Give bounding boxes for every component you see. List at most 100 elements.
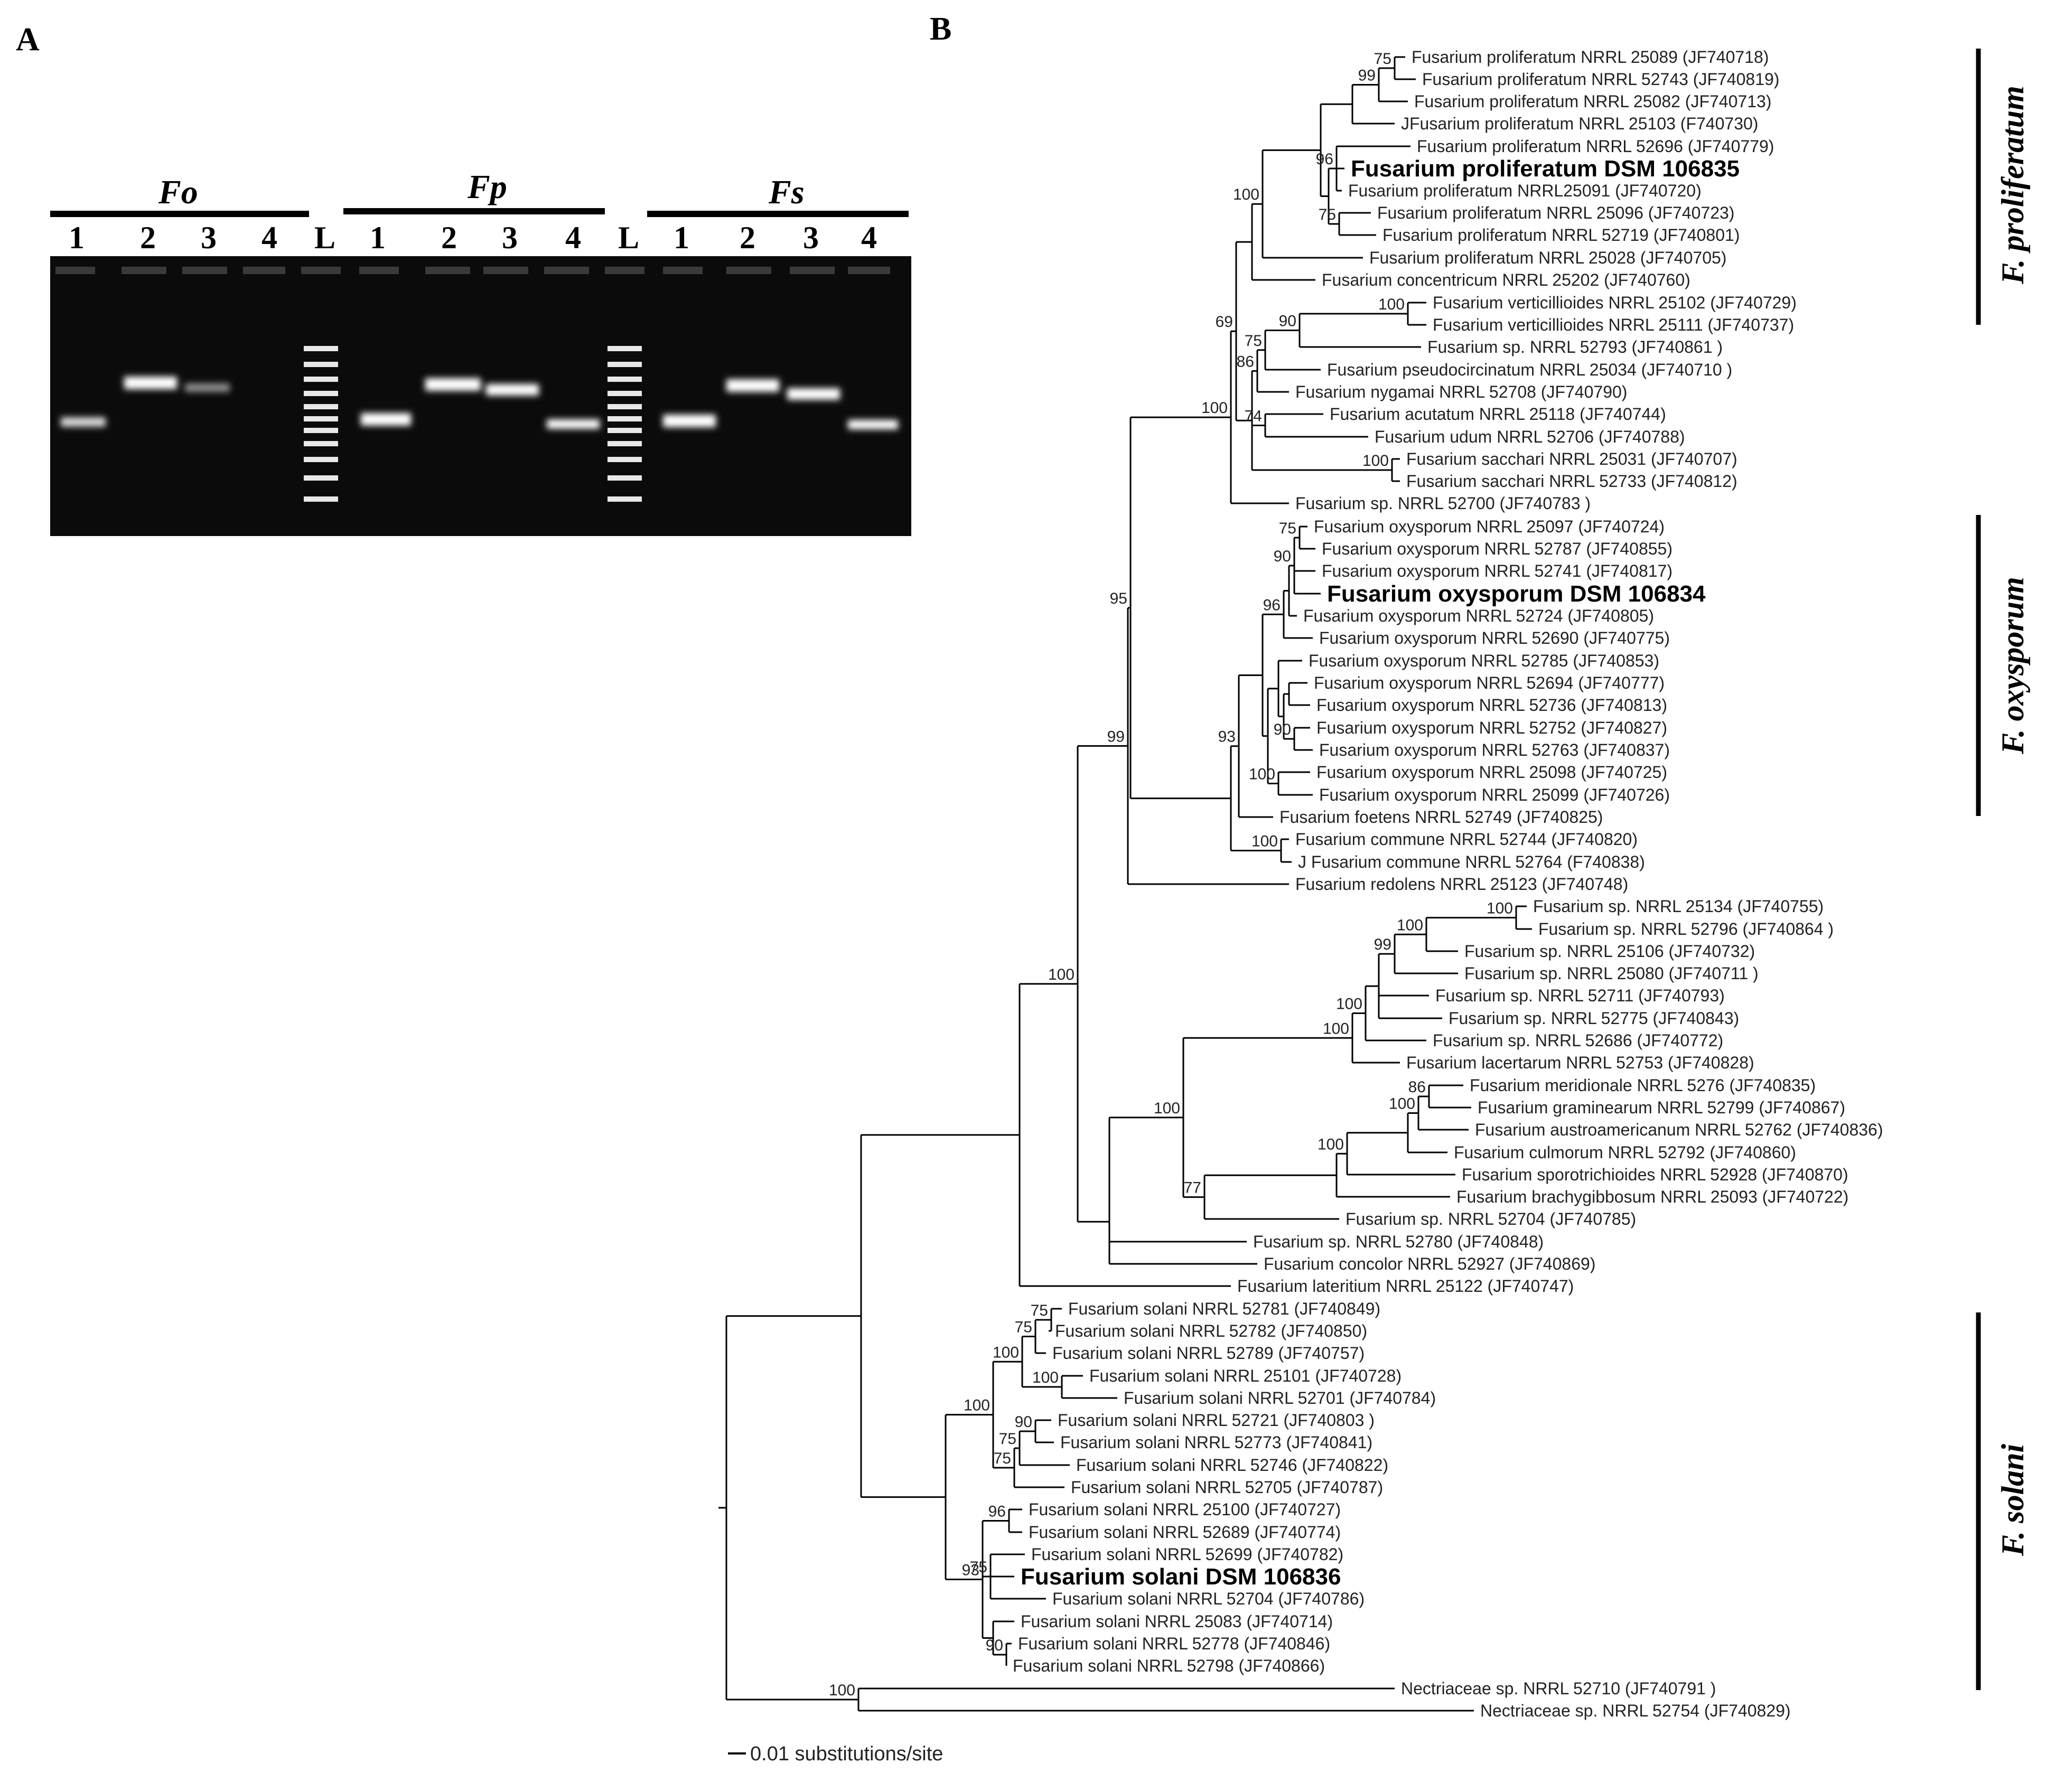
bootstrap-value: 86 bbox=[1237, 353, 1254, 370]
taxon-label: Fusarium redolens NRRL 25123 (JF740748) bbox=[1295, 875, 1628, 894]
taxon-label: Fusarium solani NRRL 52789 (JF740757) bbox=[1052, 1344, 1365, 1363]
bootstrap-value: 93 bbox=[1218, 728, 1236, 746]
taxon-label: Fusarium brachygibbosum NRRL 25093 (JF74… bbox=[1456, 1187, 1848, 1206]
bootstrap-value: 96 bbox=[1263, 596, 1281, 614]
bootstrap-value: 90 bbox=[1279, 313, 1296, 330]
taxon-label: Fusarium culmorum NRRL 52792 (JF740860) bbox=[1454, 1143, 1796, 1162]
taxon-label: Fusarium oxysporum NRRL 25098 (JF740725) bbox=[1316, 763, 1667, 782]
bootstrap-value: 100 bbox=[1154, 1100, 1180, 1117]
taxon-label: Fusarium sporotrichioides NRRL 52928 (JF… bbox=[1462, 1165, 1848, 1184]
bootstrap-value: 100 bbox=[829, 1682, 855, 1699]
taxon-label: Fusarium lateritium NRRL 25122 (JF740747… bbox=[1237, 1277, 1574, 1296]
taxon-label: Fusarium oxysporum NRRL 52752 (JF740827) bbox=[1316, 718, 1667, 737]
bootstrap-value: 100 bbox=[1323, 1020, 1349, 1037]
band-fs-3 bbox=[787, 388, 840, 400]
taxon-label: Fusarium proliferatum NRRL 25082 (JF7407… bbox=[1414, 92, 1771, 111]
taxon-label: Nectriaceae sp. NRRL 52710 (JF740791 ) bbox=[1401, 1679, 1716, 1698]
taxon-label: Fusarium oxysporum NRRL 52694 (JF740777) bbox=[1314, 673, 1665, 692]
band-fp-4 bbox=[547, 419, 600, 429]
panel-b-letter: B bbox=[930, 11, 951, 47]
bootstrap-value: 95 bbox=[1110, 590, 1127, 607]
bootstrap-value: 75 bbox=[970, 1559, 987, 1576]
gel-ladder-2 bbox=[608, 346, 642, 502]
taxon-label: Fusarium verticillioides NRRL 25111 (JF7… bbox=[1433, 315, 1794, 334]
taxon-label: Fusarium acutatum NRRL 25118 (JF740744) bbox=[1330, 405, 1666, 424]
taxon-label: Fusarium concentricum NRRL 25202 (JF7407… bbox=[1322, 270, 1690, 289]
lane-label-fs-3: 3 bbox=[803, 220, 819, 255]
taxon-label: Fusarium solani NRRL 25101 (JF740728) bbox=[1089, 1366, 1402, 1385]
lane-label-fo-3: 3 bbox=[201, 220, 217, 255]
bootstrap-value: 99 bbox=[1107, 728, 1125, 745]
lane-label-fo-4: 4 bbox=[261, 220, 277, 255]
panel-a-letter: A bbox=[16, 22, 40, 58]
taxon-label: Fusarium sp. NRRL 52780 (JF740848) bbox=[1253, 1232, 1544, 1251]
bootstrap-value: 100 bbox=[993, 1344, 1019, 1361]
taxon-label: Fusarium lacertarum NRRL 52753 (JF740828… bbox=[1406, 1053, 1754, 1072]
lane-label-fo-2: 2 bbox=[140, 220, 156, 255]
bootstrap-value: 74 bbox=[1245, 408, 1262, 425]
taxon-label: JFusarium proliferatum NRRL 25103 (F7407… bbox=[1401, 114, 1758, 133]
lane-label-fp-2: 2 bbox=[441, 220, 457, 255]
bootstrap-value: 100 bbox=[964, 1397, 990, 1414]
taxon-label: Fusarium meridionale NRRL 5276 (JF740835… bbox=[1470, 1076, 1816, 1095]
bootstrap-value: 99 bbox=[1374, 936, 1391, 953]
gel-group-label-fp: Fp bbox=[467, 168, 507, 205]
gel-ladder-1 bbox=[304, 346, 338, 502]
taxon-labels: Fusarium proliferatum NRRL 25089 (JF7407… bbox=[1013, 48, 1883, 1720]
taxon-label: Fusarium proliferatum NRRL 52696 (JF7407… bbox=[1417, 137, 1774, 156]
taxon-label: J Fusarium commune NRRL 52764 (F740838) bbox=[1298, 852, 1645, 871]
clade-label-oxysporum: F. oxysporum bbox=[1995, 577, 2030, 755]
taxon-label: Fusarium sp. NRRL 25080 (JF740711 ) bbox=[1464, 964, 1759, 983]
taxon-label: Fusarium solani NRRL 52721 (JF740803 ) bbox=[1058, 1411, 1375, 1430]
bootstrap-value: 100 bbox=[1048, 966, 1075, 983]
band-fp-2 bbox=[425, 378, 481, 391]
taxon-label: Fusarium graminearum NRRL 52799 (JF74086… bbox=[1478, 1098, 1845, 1117]
bootstrap-value: 100 bbox=[1251, 833, 1278, 850]
bootstrap-value: 75 bbox=[999, 1430, 1016, 1448]
taxon-label: Fusarium solani NRRL 52701 (JF740784) bbox=[1124, 1388, 1436, 1408]
bootstrap-value: 86 bbox=[1408, 1078, 1426, 1096]
bootstrap-value: 90 bbox=[1015, 1413, 1032, 1431]
band-fp-1 bbox=[361, 413, 411, 426]
taxon-label: Fusarium solani NRRL 52782 (JF740850) bbox=[1055, 1321, 1367, 1340]
taxon-label: Fusarium austroamericanum NRRL 52762 (JF… bbox=[1475, 1120, 1883, 1139]
taxon-label: Fusarium verticillioides NRRL 25102 (JF7… bbox=[1433, 293, 1797, 312]
bootstrap-value: 75 bbox=[1245, 332, 1262, 350]
bootstrap-value: 100 bbox=[1233, 186, 1259, 203]
bootstrap-value: 100 bbox=[1336, 996, 1362, 1013]
taxon-label: Fusarium sp. NRRL 52711 (JF740793) bbox=[1435, 986, 1725, 1005]
bootstrap-value: 100 bbox=[1318, 1136, 1344, 1153]
taxon-label: Fusarium proliferatum NRRL25091 (JF74072… bbox=[1348, 181, 1702, 200]
taxon-label: Fusarium sp. NRRL 52704 (JF740785) bbox=[1346, 1209, 1636, 1228]
taxon-label: Fusarium solani NRRL 52746 (JF740822) bbox=[1076, 1456, 1388, 1475]
taxon-label: Fusarium proliferatum NRRL 52719 (JF7408… bbox=[1382, 226, 1740, 245]
bootstrap-value: 90 bbox=[986, 1637, 1003, 1654]
taxon-label: Fusarium oxysporum NRRL 52787 (JF740855) bbox=[1322, 539, 1673, 558]
taxon-label: Nectriaceae sp. NRRL 52754 (JF740829) bbox=[1480, 1701, 1791, 1720]
bootstrap-value: 100 bbox=[1249, 766, 1275, 783]
lane-label-ladder-2: L bbox=[618, 220, 639, 255]
taxon-label: Fusarium sp. NRRL 25106 (JF740732) bbox=[1464, 942, 1755, 961]
taxon-label-highlight: Fusarium oxysporum DSM 106834 bbox=[1327, 581, 1706, 607]
bootstrap-value: 90 bbox=[1274, 721, 1291, 738]
phylogenetic-tree-branches bbox=[718, 56, 1532, 1712]
lane-label-fp-4: 4 bbox=[565, 220, 581, 255]
taxon-label: Fusarium proliferatum NRRL 52743 (JF7408… bbox=[1422, 70, 1779, 89]
bootstrap-value: 100 bbox=[1378, 296, 1405, 313]
gel-group-label-fo: Fo bbox=[158, 173, 198, 211]
taxon-label: Fusarium oxysporum NRRL 52736 (JF740813) bbox=[1316, 696, 1667, 715]
band-fo-1 bbox=[61, 417, 106, 427]
gel-bands bbox=[61, 377, 898, 429]
band-fo-2 bbox=[124, 377, 177, 389]
taxon-label: Fusarium commune NRRL 52744 (JF740820) bbox=[1295, 830, 1638, 849]
bootstrap-value: 75 bbox=[1319, 206, 1336, 223]
band-fo-3 bbox=[185, 383, 230, 392]
taxon-label: Fusarium oxysporum NRRL 52763 (JF740837) bbox=[1319, 740, 1670, 759]
taxon-label: Fusarium proliferatum NRRL 25096 (JF7407… bbox=[1377, 203, 1734, 222]
clade-label-solani: F. solani bbox=[1995, 1443, 2030, 1556]
taxon-label: Fusarium sp. NRRL 25134 (JF740755) bbox=[1533, 897, 1824, 916]
taxon-label: Fusarium oxysporum NRRL 52724 (JF740805) bbox=[1303, 606, 1654, 625]
lane-label-fs-1: 1 bbox=[674, 220, 689, 255]
taxon-label: Fusarium solani NRRL 52781 (JF740849) bbox=[1068, 1299, 1380, 1318]
taxon-label: Fusarium solani NRRL 52778 (JF740846) bbox=[1018, 1634, 1330, 1653]
